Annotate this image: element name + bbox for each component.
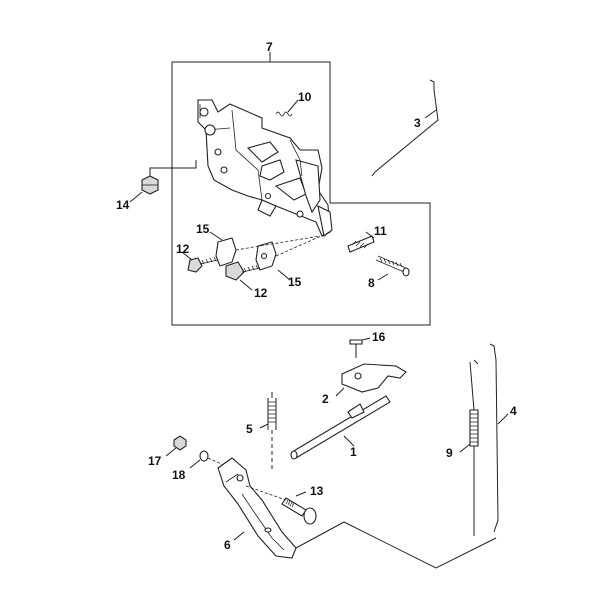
nut-17 xyxy=(165,435,187,457)
callout-9: 9 xyxy=(446,446,453,460)
callout-15-upper: 15 xyxy=(196,222,210,236)
callout-3: 3 xyxy=(414,116,421,130)
callout-12-upper: 12 xyxy=(176,242,190,256)
callout-15-lower: 15 xyxy=(288,275,302,289)
clip-15-left xyxy=(209,231,237,267)
callout-18: 18 xyxy=(172,468,186,482)
screw-12-lower xyxy=(225,261,261,291)
screw-16 xyxy=(349,337,371,358)
callout-12-lower: 12 xyxy=(254,286,268,300)
callout-7: 7 xyxy=(266,40,273,54)
spring-11 xyxy=(347,231,375,253)
callout-5: 5 xyxy=(246,422,253,436)
pin-13 xyxy=(245,485,317,525)
rod-3 xyxy=(371,79,439,177)
shaft-1 xyxy=(290,395,391,460)
callout-2: 2 xyxy=(322,392,329,406)
washer-18 xyxy=(189,450,227,469)
link-line xyxy=(295,521,497,569)
bolt-8 xyxy=(375,255,410,281)
callouts: 7 10 3 14 15 11 12 15 8 12 16 2 4 5 1 9 … xyxy=(116,40,517,552)
callout-10: 10 xyxy=(298,90,312,104)
callout-6: 6 xyxy=(224,538,231,552)
callout-1: 1 xyxy=(350,445,357,459)
spring-5 xyxy=(259,392,277,470)
plate-2 xyxy=(335,363,407,397)
assembly-7-outline xyxy=(171,52,431,326)
callout-16: 16 xyxy=(372,330,386,344)
callout-4: 4 xyxy=(510,404,517,418)
clip-15-right xyxy=(255,241,291,281)
rod-4 xyxy=(489,343,509,533)
callout-11: 11 xyxy=(374,224,387,238)
control-bracket xyxy=(197,99,333,237)
callout-13: 13 xyxy=(310,484,324,498)
nut-14 xyxy=(129,160,197,203)
screw-12-upper xyxy=(181,251,219,273)
small-spring-10 xyxy=(275,99,299,117)
spring-9 xyxy=(459,359,479,536)
callout-8: 8 xyxy=(368,276,375,290)
callout-17: 17 xyxy=(148,454,162,468)
callout-14: 14 xyxy=(116,198,130,212)
